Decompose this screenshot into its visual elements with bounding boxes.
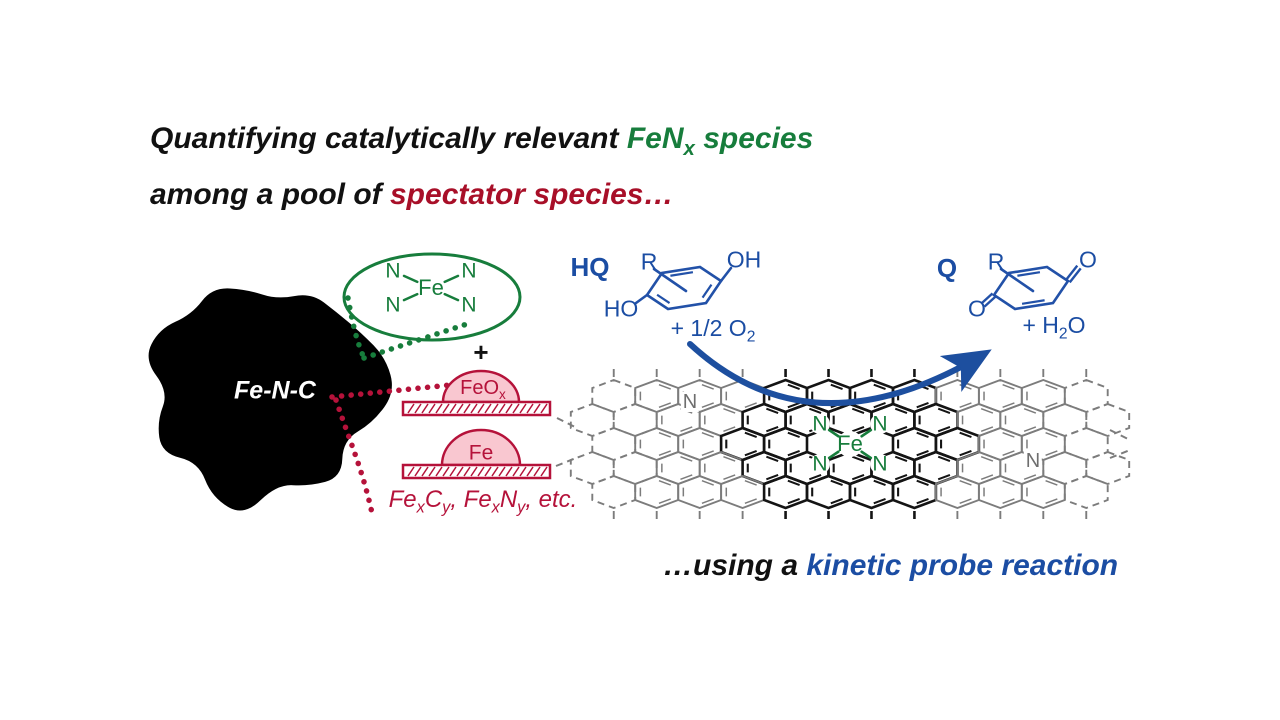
hq-r-group: R — [640, 248, 658, 275]
reaction-arrow — [687, 341, 992, 407]
title-line-2: among a pool of spectator species… — [150, 180, 673, 210]
site-n-bottom-right: N — [872, 452, 888, 476]
footer-black: …using a — [663, 549, 807, 582]
lattice-n-right: N — [1023, 450, 1043, 472]
title-line1-black: Quantifying catalytically relevant — [150, 122, 627, 155]
catalyst-label: Fe-N-C — [234, 376, 316, 405]
site-n-bottom-left: N — [812, 452, 828, 476]
lattice-n-left: N — [680, 391, 700, 413]
spectator-particles — [401, 369, 552, 480]
inset-n-bottom-left: N — [385, 293, 401, 317]
inset-n-top-left: N — [385, 259, 401, 283]
q-o-top: O — [1079, 246, 1097, 273]
site-n-top-right: N — [872, 412, 888, 436]
fen4-inset-ellipse — [342, 252, 522, 342]
hq-oh-group: OH — [726, 246, 762, 273]
fe-particle-label: Fe — [468, 441, 494, 465]
q-h2o-term: + H2O — [1022, 311, 1086, 343]
hq-o2-term: + 1/2 O2 — [670, 314, 756, 346]
q-r-group: R — [987, 248, 1005, 275]
title-spectator: spectator species… — [390, 178, 674, 211]
inset-n-bottom-right: N — [461, 293, 477, 317]
catalyst-blob — [148, 288, 392, 511]
hq-ho-group: HO — [603, 295, 639, 322]
footer-blue: kinetic probe reaction — [806, 549, 1119, 582]
inset-n-top-right: N — [461, 259, 477, 283]
footer-line: …using a kinetic probe reaction — [663, 551, 1118, 581]
q-label: Q — [936, 253, 958, 283]
q-o-bottom: O — [968, 295, 986, 322]
title-line-1: Quantifying catalytically relevant FeNx … — [150, 122, 814, 160]
plus-sign: + — [473, 337, 489, 367]
hq-label: HQ — [570, 252, 610, 282]
feox-particle-label: FeOx — [460, 377, 506, 403]
q-molecule — [980, 264, 1082, 311]
hq-molecule — [634, 265, 733, 311]
graphene-lattice — [555, 369, 1131, 519]
title-fenx: FeNx species — [626, 122, 814, 160]
site-fe: Fe — [837, 431, 863, 456]
site-n-top-left: N — [812, 412, 828, 436]
dotted-connectors — [329, 295, 473, 516]
spectator-species-list: FexCy, FexNy, etc. — [388, 485, 578, 517]
title-line2-black: among a pool of — [150, 178, 390, 211]
inset-fe: Fe — [418, 275, 444, 300]
active-site — [810, 414, 890, 474]
